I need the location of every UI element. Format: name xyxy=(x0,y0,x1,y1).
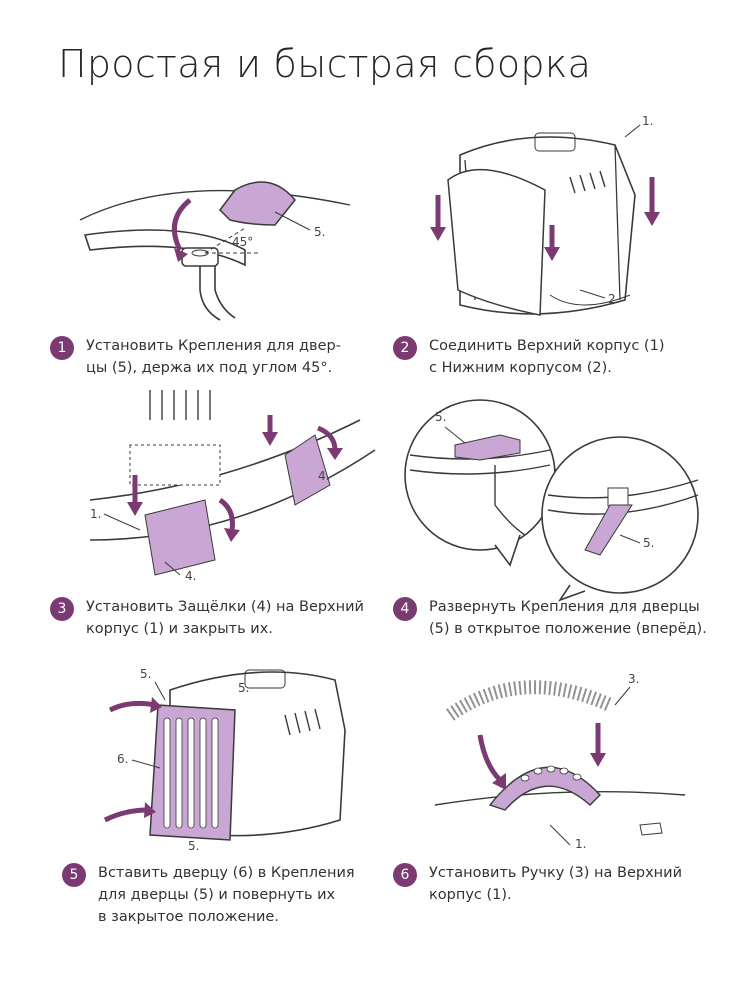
door-install-drawing: 5. 5. 6. 5. xyxy=(103,667,346,853)
step-number-badge: 4 xyxy=(393,597,417,621)
handle-install-drawing: 3. 1. xyxy=(434,672,686,851)
door-label-6: 6. xyxy=(117,752,128,766)
step-caption: Развернуть Крепления для дверцы (5) в от… xyxy=(429,599,707,637)
part-label-5-left: 5. xyxy=(140,667,151,681)
latch-install-drawing: 1. 4. 4. xyxy=(89,390,376,583)
illustration-step-2: 1. 2. xyxy=(420,114,680,330)
part-label-4-right: 4. xyxy=(318,469,329,483)
part-label-5-bottom: 5. xyxy=(643,536,654,550)
step-6: 6 Установить Ручку (3) на Верхний корпус… xyxy=(393,862,682,906)
step-caption: Вставить дверцу (6) в Крепления для двер… xyxy=(98,865,355,925)
step-number-badge: 3 xyxy=(50,597,74,621)
step-1: 1 Установить Крепления для двер- цы (5),… xyxy=(50,335,341,379)
step-number-badge: 2 xyxy=(393,336,417,360)
step-caption: Соединить Верхний корпус (1) с Нижним ко… xyxy=(429,338,665,376)
illustration-step-1: 45° 5. xyxy=(70,150,360,330)
angle-label: 45° xyxy=(232,235,253,249)
step-number-badge: 5 xyxy=(62,863,86,887)
illustration-step-5: 5. 5. 6. 5. xyxy=(100,660,360,853)
part-label-5: 5. xyxy=(314,225,325,239)
part-label-5-top: 5. xyxy=(435,410,446,424)
step-caption: Установить Крепления для двер- цы (5), д… xyxy=(86,338,341,376)
illustration-step-3: 1. 4. 4. xyxy=(89,390,380,590)
part-label-5-bottom: 5. xyxy=(188,839,199,853)
part-label-1: 1. xyxy=(90,507,101,521)
step-2: 2 Соединить Верхний корпус (1) с Нижним … xyxy=(393,335,664,379)
step-3: 3 Установить Защёлки (4) на Верхний корп… xyxy=(50,596,364,640)
step-4: 4 Развернуть Крепления для дверцы (5) в … xyxy=(393,596,707,640)
carrier-assembly-drawing: 1. 2. xyxy=(430,114,660,316)
step-caption: Установить Защёлки (4) на Верхний корпус… xyxy=(86,599,364,637)
part-label-1: 1. xyxy=(642,114,653,128)
step-5: 5 Вставить дверцу (6) в Крепления для дв… xyxy=(62,862,355,928)
illustration-step-4: 5. 5. xyxy=(400,395,700,602)
step-caption: Установить Ручку (3) на Верхний корпус (… xyxy=(429,865,683,903)
part-label-2: 2. xyxy=(608,292,619,306)
part-label-4: 4. xyxy=(185,569,196,583)
door-clip-open-drawing: 5. 5. xyxy=(404,399,699,602)
step-number-badge: 6 xyxy=(393,863,417,887)
part-label-5-right: 5. xyxy=(238,681,249,695)
page-title: Простая и быстрая сборка xyxy=(58,42,592,86)
door-clip-install-drawing: 45° 5. xyxy=(79,181,351,321)
illustration-step-6: 3. 1. xyxy=(430,665,690,855)
handle-label-3: 3. xyxy=(628,672,639,686)
body-label-1: 1. xyxy=(575,837,586,851)
step-number-badge: 1 xyxy=(50,336,74,360)
